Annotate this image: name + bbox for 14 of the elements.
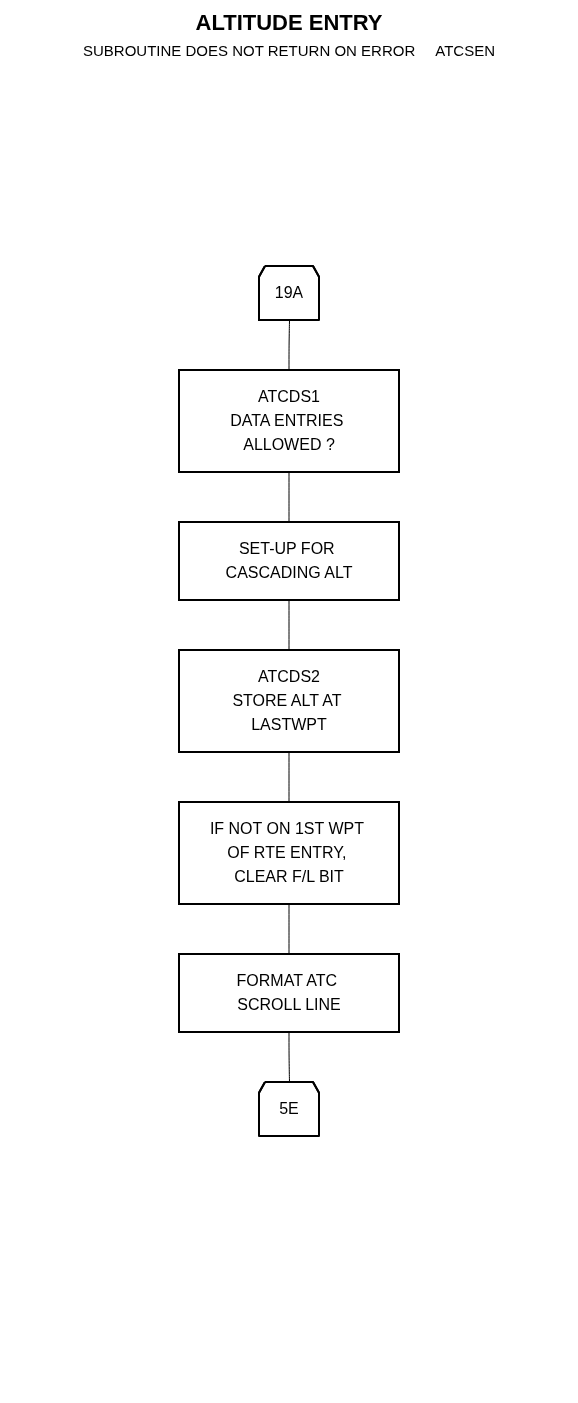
diagram-title: ALTITUDE ENTRY <box>194 9 384 37</box>
connector <box>288 599 290 651</box>
connector <box>288 320 290 371</box>
connector <box>288 471 290 523</box>
node-box: ATCDS1 DATA ENTRIES ALLOWED ? <box>178 369 400 473</box>
connector <box>288 1031 290 1083</box>
note-text: ATCSEN <box>435 42 495 59</box>
connector <box>288 751 290 803</box>
node-box: IF NOT ON 1ST WPT OF RTE ENTRY, CLEAR F/L BIT <box>178 801 400 905</box>
note-text: SUBROUTINE DOES NOT RETURN ON ERROR <box>83 42 416 59</box>
node-box: ATCDS2 STORE ALT AT LASTWPT <box>178 649 400 753</box>
node-box: SET-UP FOR CASCADING ALT <box>178 521 400 601</box>
connector <box>288 903 290 955</box>
node-box: FORMAT ATC SCROLL LINE <box>178 953 400 1033</box>
